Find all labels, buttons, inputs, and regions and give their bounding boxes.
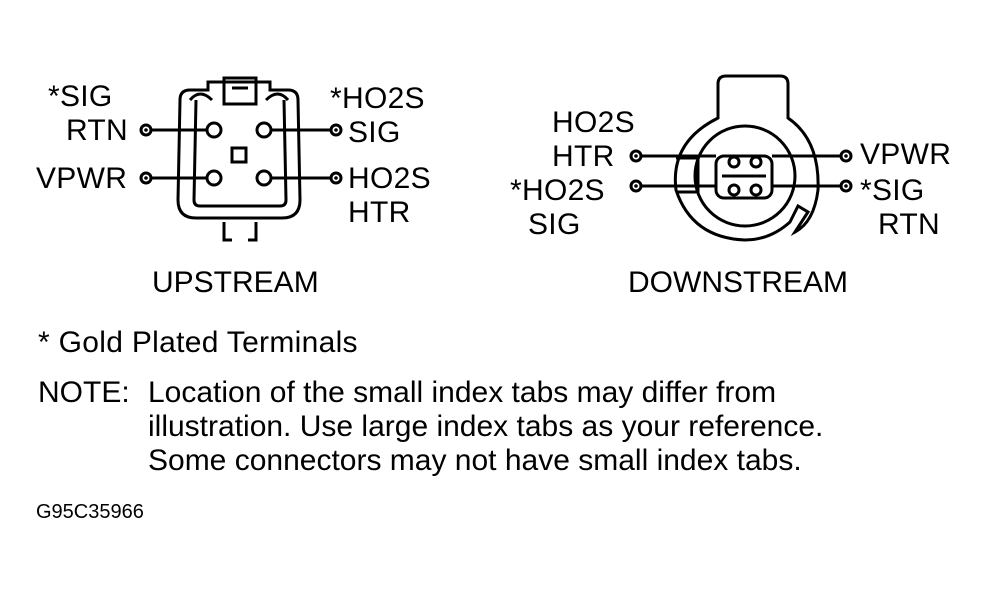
upstream-connector xyxy=(150,76,332,242)
upstream-ho2s-sig-label-line1: *HO2S xyxy=(330,82,425,115)
note-heading: NOTE: xyxy=(38,376,130,409)
upstream-vpwr-label: VPWR xyxy=(36,162,128,195)
figure-id: G95C35966 xyxy=(36,501,144,523)
downstream-vpwr-label: VPWR xyxy=(860,138,952,171)
gold-plated-legend: * Gold Plated Terminals xyxy=(38,326,358,359)
upstream-ho2s-sig-label-line2: SIG xyxy=(348,116,401,149)
upstream-sig-rtn-label-line1: *SIG xyxy=(48,80,113,113)
upstream-ho2s-htr-label-line1: HO2S xyxy=(348,162,431,195)
downstream-caption: DOWNSTREAM xyxy=(628,266,848,299)
downstream-ho2s-htr-label-line2: HTR xyxy=(552,140,615,173)
downstream-terminal-dots xyxy=(629,149,853,193)
downstream-connector xyxy=(640,74,842,242)
downstream-ho2s-htr-label-line1: HO2S xyxy=(552,106,635,139)
note-line-1: Location of the small index tabs may dif… xyxy=(148,376,777,409)
upstream-sig-rtn-label-line2: RTN xyxy=(66,114,129,147)
upstream-caption: UPSTREAM xyxy=(152,266,319,299)
downstream-sig-rtn-label-line1: *SIG xyxy=(860,174,925,207)
downstream-ho2s-sig-label-line1: *HO2S xyxy=(510,174,605,207)
note-line-3: Some connectors may not have small index… xyxy=(148,444,802,477)
upstream-ho2s-htr-label-line2: HTR xyxy=(348,196,411,229)
downstream-ho2s-sig-label-line2: SIG xyxy=(528,208,581,241)
note-line-2: illustration. Use large index tabs as yo… xyxy=(148,410,824,443)
downstream-sig-rtn-label-line2: RTN xyxy=(878,208,941,241)
upstream-terminal-dots xyxy=(139,123,343,185)
